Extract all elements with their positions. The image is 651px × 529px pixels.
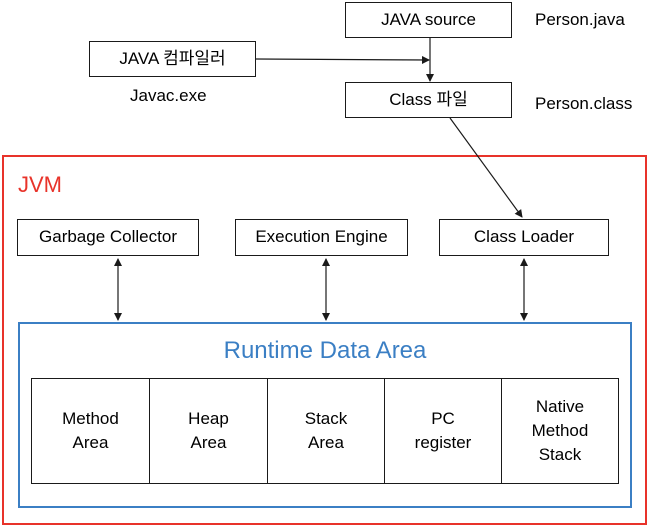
jvm-frame (2, 155, 647, 525)
native-method-stack-cell: Native Method Stack (501, 378, 619, 484)
compiler-box: JAVA 컴파일러 (89, 41, 256, 77)
garbage-collector-box: Garbage Collector (17, 219, 199, 256)
execution-engine-box: Execution Engine (235, 219, 408, 256)
execution-engine-label: Execution Engine (255, 227, 388, 247)
java-source-label: JAVA source (381, 9, 476, 29)
heap-area-cell: Heap Area (149, 378, 268, 484)
garbage-collector-label: Garbage Collector (39, 227, 177, 247)
compiler-exe: Javac.exe (130, 86, 207, 105)
class-file-box: Class 파일 (345, 82, 512, 118)
class-file-name: Person.class (535, 94, 633, 113)
compiler-label: JAVA 컴파일러 (119, 48, 226, 68)
runtime-data-area-title: Runtime Data Area (223, 337, 427, 364)
method-area-cell: Method Area (31, 378, 150, 484)
arrow-compiler-to-flow (255, 55, 430, 64)
java-source-box: JAVA source (345, 2, 512, 38)
class-loader-box: Class Loader (439, 219, 609, 256)
runtime-data-area-frame (18, 322, 632, 508)
jvm-title: JVM (18, 172, 62, 197)
arrow-class-to-loader (449, 117, 523, 218)
class-file-label: Class 파일 (389, 89, 468, 109)
java-source-file: Person.java (535, 10, 625, 29)
class-loader-label: Class Loader (473, 227, 575, 247)
